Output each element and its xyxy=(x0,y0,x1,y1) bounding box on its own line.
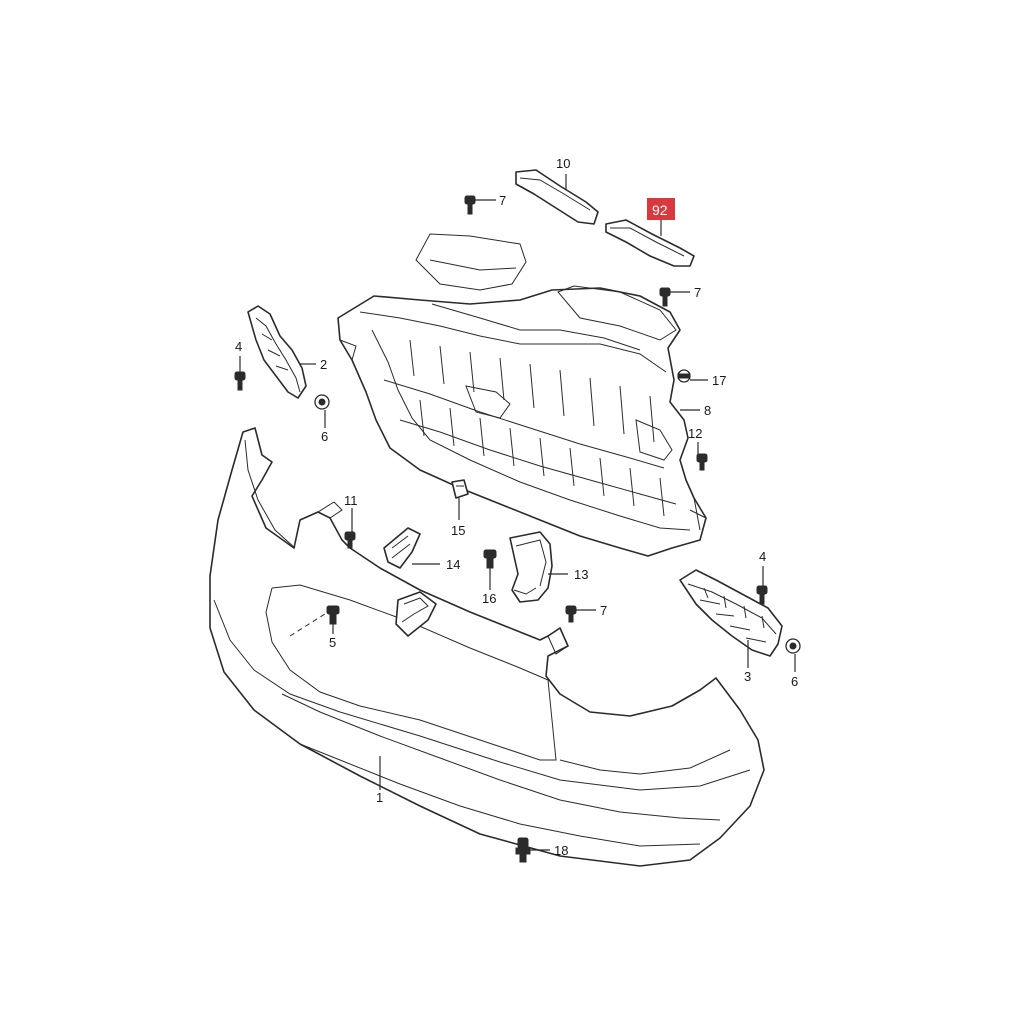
callout-2: 2 xyxy=(320,357,327,372)
callout-1: 1 xyxy=(376,790,383,805)
callout-12: 12 xyxy=(688,426,702,441)
callout-4-left: 4 xyxy=(235,339,242,354)
screw-12-icon xyxy=(696,453,708,471)
nut-6-right-icon xyxy=(785,638,801,654)
screw-7-upper-icon xyxy=(464,195,476,215)
clip-18-icon xyxy=(515,837,531,863)
screw-7-lower-icon xyxy=(565,605,577,623)
callout-8: 8 xyxy=(704,403,711,418)
screw-4-right-icon xyxy=(756,585,768,605)
callout-14: 14 xyxy=(446,557,460,572)
callout-16: 16 xyxy=(482,591,496,606)
bolt-16-icon xyxy=(483,549,497,569)
callout-4-right: 4 xyxy=(759,549,766,564)
grille-assembly-part-8[interactable] xyxy=(337,233,707,557)
callout-11: 11 xyxy=(344,493,358,508)
grille-trim-part-10[interactable] xyxy=(515,169,599,225)
bumper-emblem xyxy=(395,591,437,637)
screw-4-left-icon xyxy=(234,371,246,391)
callout-18: 18 xyxy=(554,843,568,858)
screw-7-right-icon xyxy=(659,287,671,307)
callout-17: 17 xyxy=(712,373,726,388)
callout-7-right: 7 xyxy=(694,285,701,300)
callout-6-left: 6 xyxy=(321,429,328,444)
bracket-right-part-3[interactable] xyxy=(679,569,783,657)
fasteners xyxy=(234,195,801,863)
callout-10: 10 xyxy=(556,156,570,171)
callout-92: 92 xyxy=(652,202,668,218)
grille-trim-part-92[interactable] xyxy=(605,219,695,267)
leader-lines xyxy=(239,174,796,851)
callout-92-highlight[interactable]: 92 xyxy=(647,198,675,220)
callout-6-right: 6 xyxy=(791,674,798,689)
bracket-part-13[interactable] xyxy=(509,531,553,603)
callout-7-lower: 7 xyxy=(600,603,607,618)
callout-13: 13 xyxy=(574,567,588,582)
clip-17-icon xyxy=(677,369,691,383)
callout-3: 3 xyxy=(744,669,751,684)
bracket-left-part-2[interactable] xyxy=(247,305,307,399)
callout-7-upper: 7 xyxy=(499,193,506,208)
emblem-part-14[interactable] xyxy=(383,527,421,569)
bumper-cover-part-1[interactable] xyxy=(209,427,765,867)
screw-11-icon xyxy=(344,531,356,549)
clip-part-15[interactable] xyxy=(451,479,469,499)
callout-15: 15 xyxy=(451,523,465,538)
callout-5: 5 xyxy=(329,635,336,650)
nut-6-left-icon xyxy=(314,394,330,410)
